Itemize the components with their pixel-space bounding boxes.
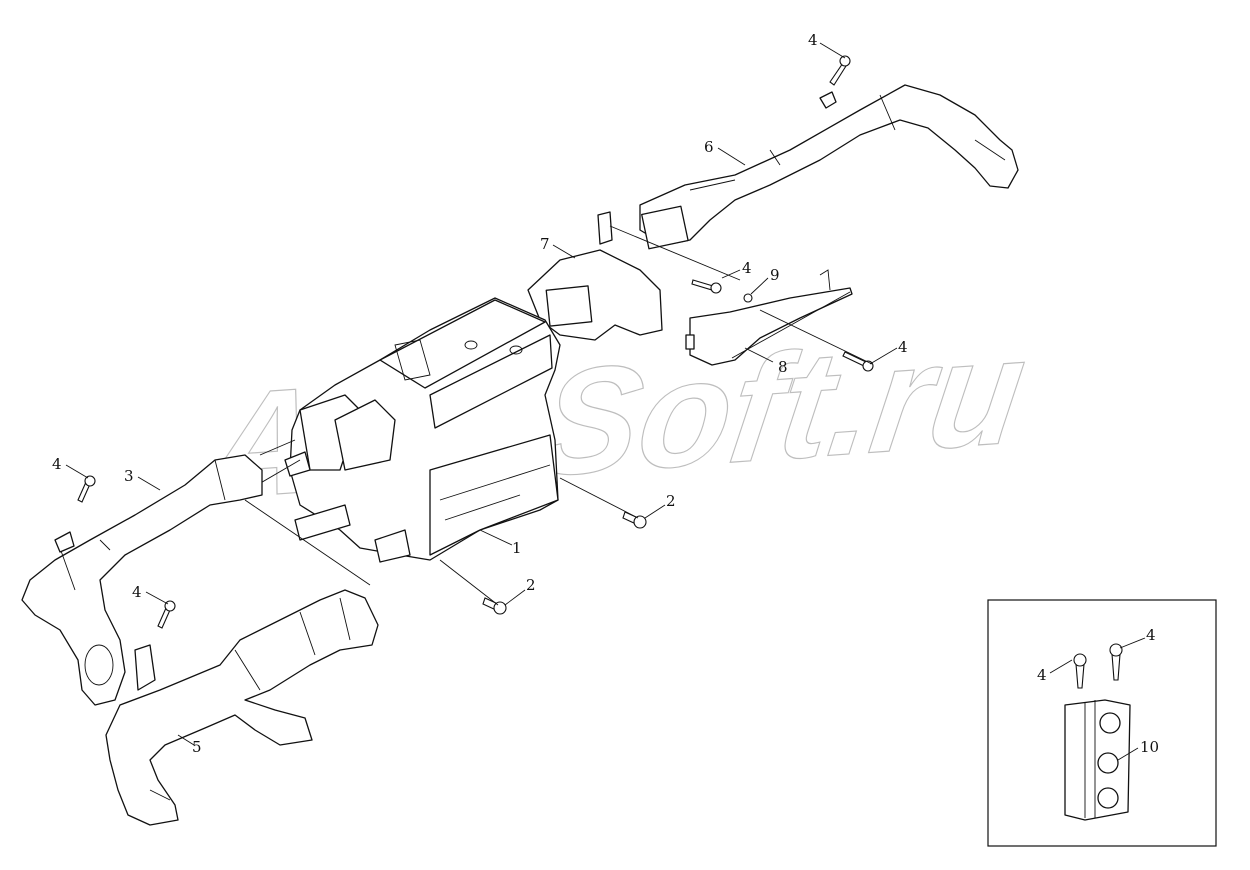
callout-2-right: 2: [666, 492, 676, 510]
screw-inset-left: [1073, 653, 1087, 689]
callout-10: 10: [1140, 738, 1159, 756]
callout-9: 9: [770, 266, 780, 284]
callout-8: 8: [778, 358, 788, 376]
nut-9: [743, 293, 753, 303]
bolt-2-lower: [482, 597, 507, 615]
callout-4-lower-left: 4: [132, 583, 142, 601]
callout-3: 3: [124, 467, 134, 485]
callout-1: 1: [512, 539, 522, 557]
screw-mid-right: [691, 279, 722, 294]
leader-lines: [65, 42, 1146, 761]
callout-4-top: 4: [808, 31, 818, 49]
part-5-lower-duct: [105, 589, 379, 826]
callout-2-lower: 2: [526, 576, 536, 594]
bolt-2-right: [622, 511, 647, 529]
screw-top-right: [829, 55, 851, 86]
part-3-left-duct: [21, 454, 263, 706]
callout-5: 5: [192, 738, 202, 756]
inset-frame: [987, 599, 1217, 847]
callout-6: 6: [704, 138, 714, 156]
part-8-bracket: [685, 269, 853, 366]
screw-left-lower: [157, 600, 176, 629]
part-10-control-panel: [1064, 699, 1131, 821]
callout-4-inset-left: 4: [1037, 666, 1047, 684]
part-6-right-duct: [639, 84, 1019, 250]
part-7-elbow-duct: [527, 211, 663, 341]
callout-4-inset-right: 4: [1146, 626, 1156, 644]
part-1-hvac-unit: [239, 297, 561, 586]
callout-4-left: 4: [52, 455, 62, 473]
callout-4-mid: 4: [742, 259, 752, 277]
screw-left-top: [77, 475, 96, 503]
screw-inset-right: [1109, 643, 1123, 681]
callout-7: 7: [540, 235, 550, 253]
callout-4-right: 4: [898, 338, 908, 356]
